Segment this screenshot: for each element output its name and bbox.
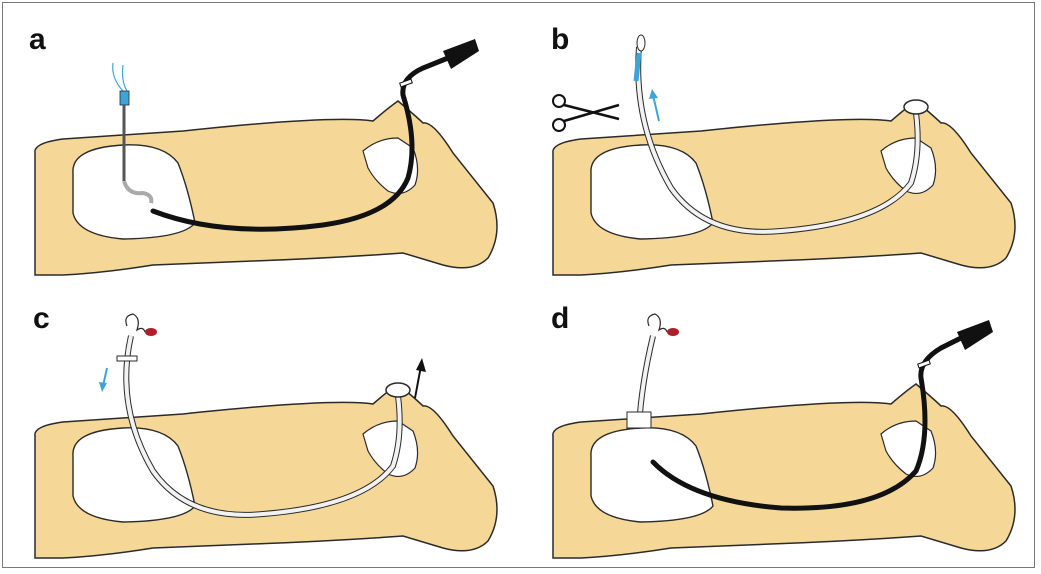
blue-dilator-tip	[636, 53, 639, 81]
patient-silhouette	[553, 101, 1015, 275]
panel-a-illustration	[3, 3, 523, 288]
placed-gastrostomy-tube	[627, 314, 679, 428]
scissors-icon	[553, 95, 619, 131]
panel-c: c	[3, 286, 523, 571]
internal-bumper	[904, 100, 928, 114]
panel-a: a	[3, 3, 523, 288]
endoscope-handle	[957, 320, 993, 350]
red-bumper-icon	[667, 328, 679, 336]
black-arrow-up-icon	[415, 358, 426, 398]
red-bumper-icon	[145, 328, 157, 336]
patient-silhouette	[35, 384, 497, 558]
endoscope-handle	[443, 39, 479, 69]
patient-silhouette	[35, 101, 497, 275]
panel-d-illustration	[521, 286, 1041, 571]
blue-arrow-down-icon	[99, 368, 107, 392]
panel-b-illustration	[521, 3, 1041, 288]
patient-silhouette	[553, 384, 1015, 558]
blue-arrow-up-icon	[649, 89, 659, 121]
panel-d: d	[521, 286, 1041, 571]
internal-bumper	[386, 383, 410, 397]
figure-frame: a b	[2, 2, 1035, 568]
panel-b: b	[521, 3, 1041, 288]
panel-c-illustration	[3, 286, 523, 571]
